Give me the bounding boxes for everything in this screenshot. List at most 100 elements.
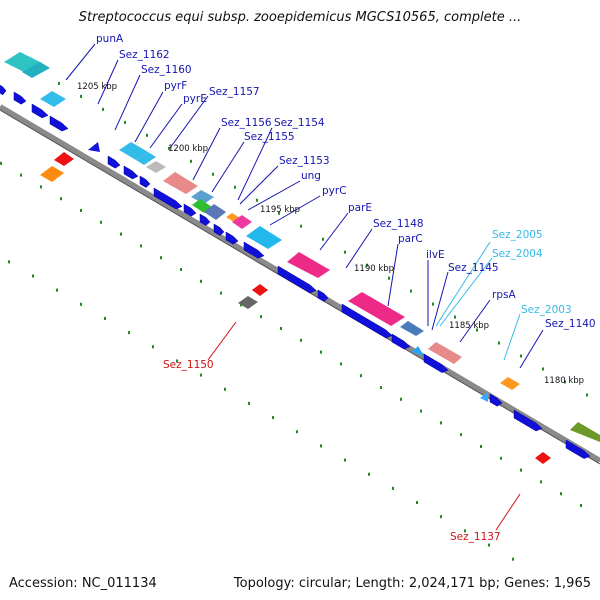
gene-label-ilve[interactable]: ilvE bbox=[426, 249, 445, 261]
gc-tick bbox=[256, 198, 258, 202]
kbp-label: 1195 kbp bbox=[260, 205, 300, 215]
gene-label-ung[interactable]: ung bbox=[301, 170, 321, 182]
gene-marker bbox=[480, 392, 488, 402]
gc-tick bbox=[344, 458, 346, 462]
gene-label-sez-1148[interactable]: Sez_1148 bbox=[373, 218, 424, 230]
gc-tick bbox=[488, 543, 490, 547]
gene-label-puna[interactable]: punA bbox=[96, 33, 124, 45]
gene-label-sez-2005[interactable]: Sez_2005 bbox=[492, 229, 543, 241]
gene-arrow bbox=[107, 155, 121, 169]
gc-tick bbox=[280, 327, 282, 330]
gene-arrow bbox=[243, 241, 265, 259]
gc-tick bbox=[320, 350, 322, 354]
gene-label-pyre[interactable]: pyrE bbox=[183, 93, 207, 105]
gene-label-sez-1153[interactable]: Sez_1153 bbox=[279, 155, 330, 167]
gc-tick bbox=[168, 146, 170, 150]
gc-content-ticks bbox=[0, 55, 588, 561]
gc-tick bbox=[152, 345, 154, 349]
gene-marker bbox=[88, 142, 100, 152]
gc-tick bbox=[8, 260, 10, 264]
gc-tick bbox=[200, 279, 202, 283]
forward-gene-arrows bbox=[0, 84, 591, 459]
kbp-label: 1205 kbp bbox=[77, 82, 117, 92]
gc-tick bbox=[586, 393, 588, 397]
gene-arrow bbox=[225, 231, 239, 245]
gene-label-sez-1137[interactable]: Sez_1137 bbox=[450, 531, 501, 543]
gene-box bbox=[238, 296, 258, 309]
gene-arrow bbox=[317, 289, 329, 302]
gene-box bbox=[246, 226, 282, 249]
gc-tick bbox=[400, 397, 402, 401]
gene-label-sez-1157[interactable]: Sez_1157 bbox=[209, 86, 260, 98]
gene-label-sez-1150[interactable]: Sez_1150 bbox=[163, 359, 214, 371]
gc-tick bbox=[20, 173, 22, 177]
gene-label-pare[interactable]: parE bbox=[348, 202, 372, 214]
gene-label-sez-1156[interactable]: Sez_1156 bbox=[221, 117, 272, 129]
gc-tick bbox=[540, 480, 542, 484]
gene-box bbox=[119, 142, 148, 160]
gene-arrow bbox=[31, 103, 49, 119]
gc-tick bbox=[146, 133, 148, 137]
gc-tick bbox=[124, 120, 126, 124]
gene-label-sez-1145[interactable]: Sez_1145 bbox=[448, 262, 499, 274]
gene-arrow bbox=[153, 187, 183, 210]
gene-label-pyrf[interactable]: pyrF bbox=[164, 80, 187, 92]
gc-tick bbox=[176, 359, 178, 363]
gene-label-parc[interactable]: parC bbox=[398, 233, 423, 245]
gene-label-sez-2004[interactable]: Sez_2004 bbox=[492, 248, 543, 260]
gene-labels: punA Sez_1162 Sez_1160 pyrF pyrE Sez_115… bbox=[96, 33, 596, 543]
gc-tick bbox=[32, 274, 34, 278]
gene-label-sez-1160[interactable]: Sez_1160 bbox=[141, 64, 192, 76]
gc-tick bbox=[392, 486, 394, 490]
topology-text: Topology: circular; Length: 2,024,171 bp… bbox=[233, 576, 591, 591]
gc-tick bbox=[272, 416, 274, 420]
gene-box bbox=[22, 62, 50, 78]
gc-tick bbox=[366, 263, 368, 267]
gene-label-sez-2003[interactable]: Sez_2003 bbox=[521, 304, 572, 316]
gene-label-rpsa[interactable]: rpsA bbox=[492, 289, 516, 301]
gc-tick bbox=[410, 289, 412, 293]
gc-tick bbox=[248, 401, 250, 405]
gene-label-sez-1162[interactable]: Sez_1162 bbox=[119, 49, 170, 61]
gene-box bbox=[232, 215, 252, 229]
gene-label-sez-1154[interactable]: Sez_1154 bbox=[274, 117, 325, 129]
accession-text: Accession: NC_011134 bbox=[9, 576, 157, 591]
gene-box bbox=[204, 204, 226, 220]
gene-arrow bbox=[423, 353, 449, 373]
gc-tick bbox=[340, 362, 342, 366]
gene-arrow bbox=[489, 393, 503, 407]
gene-arrow bbox=[0, 84, 7, 96]
kbp-label: 1200 kbp bbox=[168, 144, 208, 154]
gene-box bbox=[191, 190, 214, 204]
gene-label-pyrc[interactable]: pyrC bbox=[322, 185, 347, 197]
gene-arrow bbox=[49, 115, 69, 132]
gene-arrow bbox=[199, 213, 211, 226]
gc-tick bbox=[56, 288, 58, 292]
outlying-features bbox=[40, 142, 551, 464]
gene-box bbox=[500, 377, 520, 390]
gc-tick bbox=[240, 303, 242, 307]
gc-tick bbox=[500, 456, 502, 460]
kbp-label: 1180 kbp bbox=[544, 376, 584, 386]
gene-label-sez-1155[interactable]: Sez_1155 bbox=[244, 131, 295, 143]
gc-tick bbox=[498, 341, 500, 345]
gene-box bbox=[40, 166, 64, 182]
gc-tick bbox=[476, 328, 478, 332]
gene-arrow bbox=[513, 409, 543, 432]
gc-tick bbox=[416, 501, 418, 505]
kbp-label: 1185 kbp bbox=[449, 321, 489, 331]
gc-tick bbox=[512, 557, 514, 561]
gc-tick bbox=[104, 316, 106, 320]
gc-tick bbox=[128, 331, 130, 335]
gene-label-sez-1140[interactable]: Sez_1140 bbox=[545, 318, 596, 330]
gene-box bbox=[192, 199, 212, 213]
gc-tick bbox=[344, 250, 346, 254]
gene-marker bbox=[412, 346, 424, 356]
gene-box bbox=[163, 172, 198, 194]
gc-tick bbox=[80, 209, 82, 212]
gene-box bbox=[570, 422, 600, 442]
gc-tick bbox=[360, 374, 362, 378]
gc-tick bbox=[480, 445, 482, 448]
gc-tick bbox=[464, 529, 466, 533]
